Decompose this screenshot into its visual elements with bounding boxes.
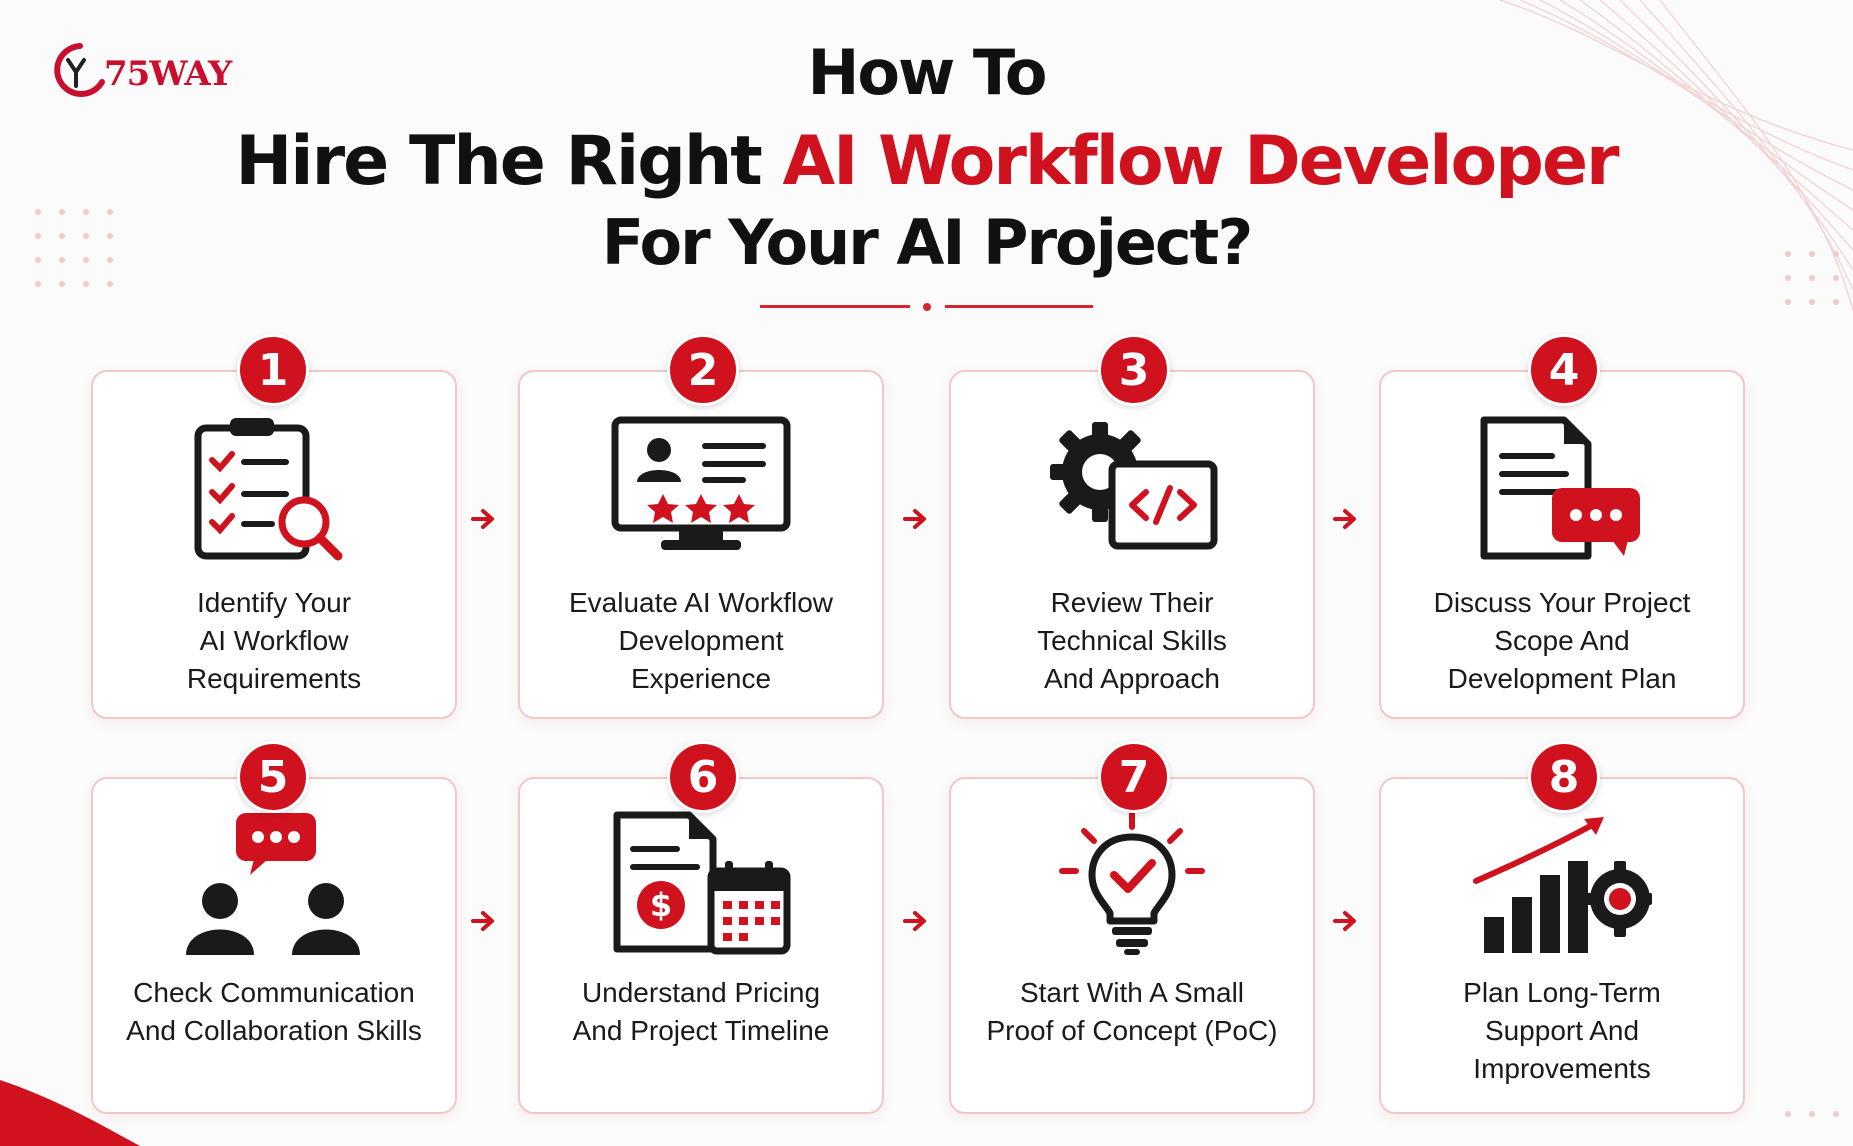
step-badge-4: 4 [1528, 334, 1600, 406]
title-divider-dot [923, 303, 931, 311]
swoosh-logo-icon [54, 43, 105, 97]
step-label-5-line-2: And Collaboration Skills [126, 1015, 422, 1046]
step-label-6-line-1: Understand Pricing [581, 977, 821, 1008]
step-card-4: Discuss Your Project Scope And Developme… [1379, 370, 1745, 719]
invoice-calendar-icon: $ [613, 811, 791, 955]
gear-code-icon [1050, 422, 1218, 550]
step-label-7-line-2: Proof of Concept (PoC) [986, 1015, 1278, 1046]
people-chat-icon [186, 813, 360, 955]
step-label-2-line-3: Experience [630, 663, 772, 694]
title-line-2: Hire The Right AI Workflow Developer [0, 122, 1853, 201]
title-line-3: For Your AI Project? [601, 206, 1254, 279]
step-label-8-line-1: Plan Long-Term [1463, 977, 1661, 1008]
dot-grid-right-decor [1785, 251, 1839, 1117]
document-chat-icon [1480, 416, 1640, 560]
title-divider-right [945, 305, 1093, 308]
arrow-right-icon [903, 509, 926, 529]
title-line-2-accent: AI Workflow Developer [782, 122, 1619, 201]
wave-lines-decor [1499, 0, 1853, 311]
step-label-1-line-2: AI Workflow [199, 625, 349, 656]
step-label-7-line-1: Start With A Small [1019, 977, 1245, 1008]
lightbulb-check-icon [1059, 810, 1205, 955]
arrow-right-icon [1333, 911, 1356, 931]
step-card-1: Identify Your AI Workflow Requirements [91, 370, 457, 719]
step-card-8: Plan Long-Term Support And Improvements [1379, 777, 1745, 1114]
step-badge-2: 2 [667, 334, 739, 406]
step-label-1: Identify Your AI Workflow Requirements [103, 584, 445, 698]
title-divider-left [760, 305, 910, 308]
arrow-right-icon [471, 911, 494, 931]
step-badge-5: 5 [237, 741, 309, 813]
step-card-5: Check Communication And Collaboration Sk… [91, 777, 457, 1114]
step-label-3-line-1: Review Their [1050, 587, 1214, 618]
step-label-3-line-3: And Approach [1044, 663, 1220, 694]
step-label-5: Check Communication And Collaboration Sk… [103, 974, 445, 1050]
monitor-profile-rating-icon [611, 416, 791, 550]
title-line-1: How To [807, 36, 1048, 109]
step-label-4-line-1: Discuss Your Project [1433, 587, 1691, 618]
step-label-7: Start With A Small Proof of Concept (PoC… [961, 974, 1303, 1050]
step-label-8: Plan Long-Term Support And Improvements [1391, 974, 1733, 1088]
arrow-right-icon [471, 509, 494, 529]
step-badge-6: 6 [667, 741, 739, 813]
step-label-3: Review Their Technical Skills And Approa… [961, 584, 1303, 698]
step-label-5-line-1: Check Communication [133, 977, 415, 1008]
arrow-right-icon [903, 911, 926, 931]
clipboard-checklist-search-icon [194, 418, 343, 561]
step-label-4-line-2: Scope And [1494, 625, 1630, 656]
step-badge-7: 7 [1098, 741, 1170, 813]
step-badge-8: 8 [1528, 741, 1600, 813]
step-card-6: $ Understand Pricing And Project Timelin… [518, 777, 884, 1114]
step-badge-3: 3 [1098, 334, 1170, 406]
corner-swoosh-decor [0, 1080, 140, 1146]
step-card-7: Start With A Small Proof of Concept (PoC… [949, 777, 1315, 1114]
step-label-3-line-2: Technical Skills [1037, 625, 1227, 656]
step-label-6-line-2: And Project Timeline [572, 1015, 830, 1046]
step-label-8-line-3: Improvements [1473, 1053, 1651, 1084]
title-line-2-prefix: Hire The Right [235, 122, 783, 201]
step-label-6: Understand Pricing And Project Timeline [530, 974, 872, 1050]
dot-grid-left-decor [35, 209, 113, 287]
step-label-4-line-3: Development Plan [1447, 663, 1677, 694]
step-card-2: Evaluate AI Workflow Development Experie… [518, 370, 884, 719]
step-label-1-line-3: Requirements [186, 663, 362, 694]
growth-chart-gear-icon [1473, 817, 1652, 953]
step-label-1-line-1: Identify Your [196, 587, 352, 618]
step-card-3: Review Their Technical Skills And Approa… [949, 370, 1315, 719]
arrow-right-icon [1333, 509, 1356, 529]
svg-text:$: $ [650, 886, 672, 924]
brand-logo-text: 75WAY [104, 54, 232, 94]
step-label-8-line-2: Support And [1484, 1015, 1640, 1046]
step-label-2-line-1: Evaluate AI Workflow [568, 587, 834, 618]
step-badge-1: 1 [237, 334, 309, 406]
step-label-2-line-2: Development [618, 625, 784, 656]
step-label-2: Evaluate AI Workflow Development Experie… [530, 584, 872, 698]
step-label-4: Discuss Your Project Scope And Developme… [1391, 584, 1733, 698]
